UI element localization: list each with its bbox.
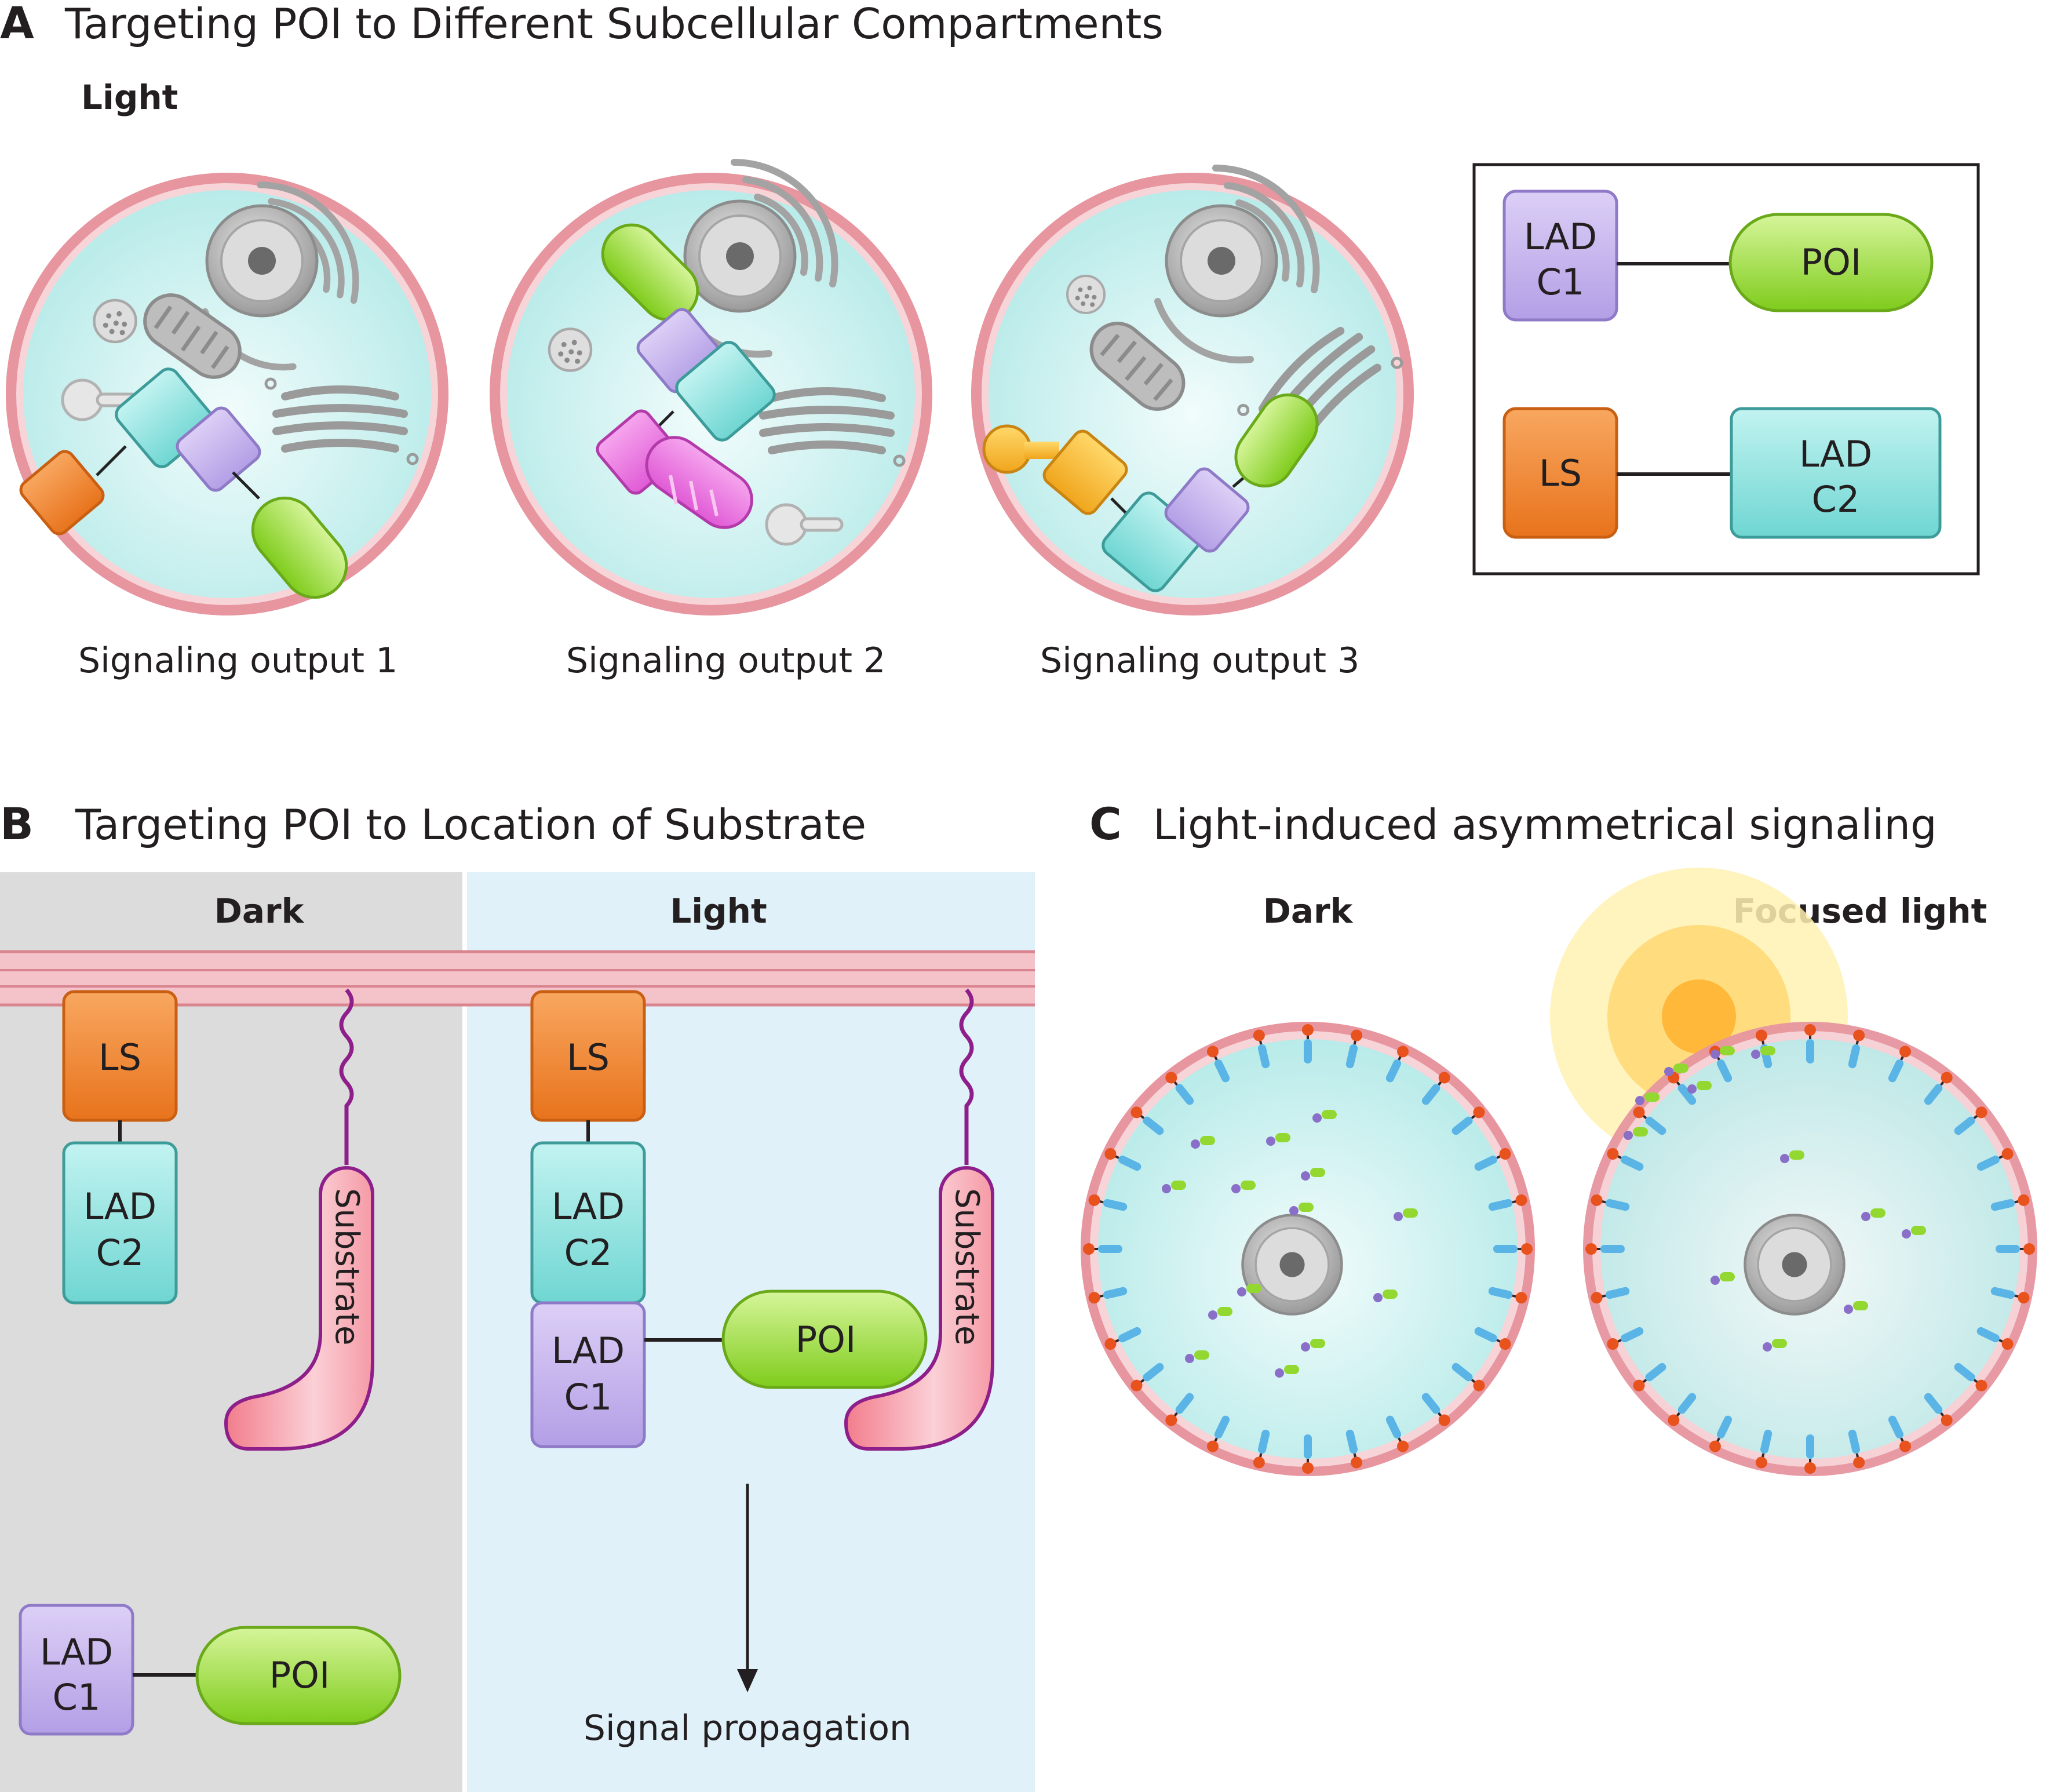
light-poi-label: POI [796, 1318, 856, 1361]
dark-ls-label: LS [99, 1036, 141, 1079]
panel-b-letter: B [0, 798, 34, 850]
cell-3 [971, 168, 1414, 615]
legend-lad-c1 [1502, 190, 1618, 322]
receptor-icon [1803, 1433, 1817, 1475]
legend-lad-c1-line1: LAD [1524, 216, 1597, 258]
light-substrate [844, 1166, 994, 1451]
receptor-icon [1492, 1242, 1534, 1256]
dark-lad-c2-line2: C2 [96, 1232, 144, 1274]
dark-lad-c1-line2: C1 [53, 1676, 101, 1718]
panel-b-light-label: Light [670, 891, 767, 931]
nucleus-icon [207, 206, 317, 316]
nucleus-icon [1166, 206, 1277, 316]
light-lad-c2-line2: C2 [564, 1232, 612, 1274]
dark-substrate [224, 1166, 374, 1451]
dark-poi-label: POI [269, 1654, 330, 1696]
panel-c-dark-label: Dark [1263, 891, 1354, 931]
light-lad-c1-line1: LAD [552, 1330, 625, 1372]
panel-a-title: Targeting POI to Different Subcellular C… [64, 0, 1164, 48]
legend-poi [1728, 213, 1934, 312]
dark-substrate-label: Substrate [328, 1188, 366, 1345]
panel-c-letter: C [1089, 798, 1122, 850]
legend-lad-c2-line2: C2 [1812, 478, 1860, 520]
legend-ls-label: LS [1539, 452, 1582, 494]
panel-a-letter: A [0, 0, 34, 49]
dark-lad-c2-line1: LAD [83, 1185, 156, 1228]
panel-b-dark-label: Dark [214, 891, 305, 931]
light-lad-c1-line2: C1 [564, 1376, 612, 1418]
nucleus-icon [685, 201, 795, 311]
light-lad-c2-line1: LAD [552, 1185, 625, 1228]
dark-lad-c1 [19, 1604, 134, 1736]
panel-a-condition: Light [81, 78, 178, 117]
caption-output-1: Signaling output 1 [78, 640, 397, 681]
receptor-icon [1584, 1242, 1626, 1256]
legend-lad-c2 [1730, 407, 1942, 539]
legend-lad-c1-line2: C1 [1537, 261, 1585, 303]
light-lad-c1 [530, 1301, 646, 1448]
legend-lad-c2-line1: LAD [1799, 433, 1872, 475]
signal-propagation-label: Signal propagation [583, 1708, 911, 1749]
receptor-icon [1301, 1023, 1315, 1065]
caption-output-3: Signaling output 3 [1040, 640, 1359, 681]
light-ls-label: LS [567, 1036, 610, 1079]
receptor-icon [1803, 1023, 1817, 1065]
panel-b-title: Targeting POI to Location of Substrate [75, 800, 866, 849]
legend-poi-label: POI [1801, 241, 1861, 283]
panel-b: B Targeting POI to Location of Substrate… [0, 798, 1035, 1792]
dark-poi [195, 1626, 402, 1725]
legend-box: LAD C1 POI LS LAD C2 [1472, 163, 1980, 576]
receptor-icon [1082, 1242, 1124, 1256]
nucleus-icon [1745, 1215, 1844, 1314]
dark-cell [1081, 1022, 1535, 1476]
panel-c-title: Light-induced asymmetrical signaling [1153, 800, 1937, 849]
caption-output-2: Signaling output 2 [566, 640, 885, 681]
light-cell [1583, 1022, 2037, 1476]
cell-1 [6, 173, 448, 615]
dark-lad-c1-line1: LAD [40, 1631, 113, 1673]
nucleus-icon [1243, 1215, 1342, 1314]
panel-a: A Targeting POI to Different Subcellular… [0, 0, 1980, 681]
cell-2 [490, 162, 932, 615]
dark-lad-c2 [62, 1141, 178, 1305]
receptor-icon [1994, 1242, 2036, 1256]
light-substrate-label: Substrate [948, 1188, 986, 1345]
receptor-icon [1301, 1433, 1315, 1475]
panel-c: C Light-induced asymmetrical signaling D… [1081, 798, 2037, 1476]
light-poi [721, 1290, 928, 1389]
